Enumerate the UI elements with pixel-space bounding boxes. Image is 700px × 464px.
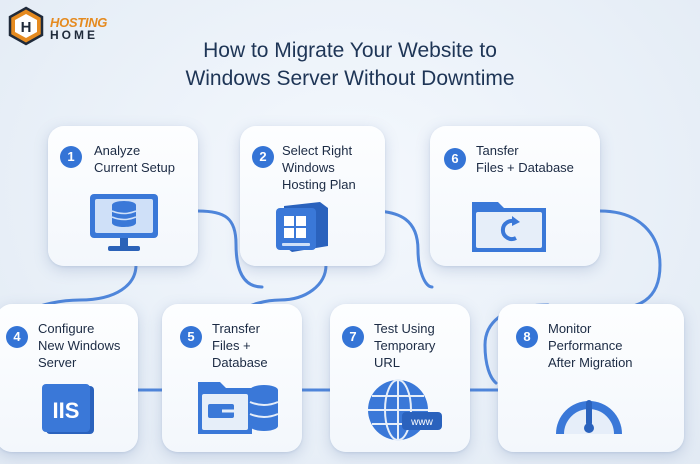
brand-name-line1: HOSTING <box>50 15 108 30</box>
step-label: Tansfer Files + Database <box>476 143 574 175</box>
page-title-line2: Windows Server Without Downtime <box>185 67 515 90</box>
step-number-badge: 7 <box>342 326 364 348</box>
monitor-database-icon <box>90 194 158 251</box>
step-card-4: 4 Configure New Windows Server IIS <box>0 304 138 452</box>
step-number-badge: 1 <box>60 146 82 168</box>
folder-sync-icon <box>472 202 546 252</box>
step-number-badge: 4 <box>6 326 28 348</box>
step-label: Configure New Windows Server <box>38 321 121 370</box>
step-card-6: 6 Tansfer Files + Database <box>430 126 600 266</box>
connector-6-8 <box>598 209 662 312</box>
step-label: Test Using Temporary URL <box>374 321 436 370</box>
brand-name-line2: HOME <box>50 28 98 42</box>
gauge-icon <box>556 400 622 434</box>
windows-server-icon <box>276 202 328 252</box>
step-number-badge: 6 <box>444 148 466 170</box>
step-card-1: 1 Analyze Current Setup <box>48 126 198 266</box>
step-card-5: 5 Transfer Files + Database <box>162 304 302 452</box>
step-label: Analyze Current Setup <box>94 143 175 175</box>
logo-mark: H <box>21 19 32 36</box>
connector-2-6 <box>370 209 434 289</box>
step-label: Select Right Windows Hosting Plan <box>282 143 356 192</box>
step-card-2: 2 Select Right Windows Hosting Plan <box>240 126 385 266</box>
iis-icon: IIS <box>42 384 94 434</box>
folder-database-icon <box>198 382 279 434</box>
www-label: www <box>410 417 433 428</box>
step-label: Transfer Files + Database <box>212 321 268 370</box>
step-number-badge: 2 <box>252 146 274 168</box>
step-card-7: 7 Test Using Temporary URL www <box>330 304 470 452</box>
step-card-8: 8 Monitor Performance After Migration <box>498 304 684 452</box>
brand-logo: H HOSTING HOME <box>6 6 166 46</box>
step-number-badge: 5 <box>180 326 202 348</box>
connector-1-2 <box>196 209 264 289</box>
iis-label: IIS <box>53 398 80 423</box>
globe-www-icon: www <box>368 379 442 441</box>
step-label: Monitor Performance After Migration <box>548 321 633 370</box>
hexagon-logo-icon: H <box>8 6 44 46</box>
page-title-line1: How to Migrate Your Website to <box>203 39 497 62</box>
step-number-badge: 8 <box>516 326 538 348</box>
